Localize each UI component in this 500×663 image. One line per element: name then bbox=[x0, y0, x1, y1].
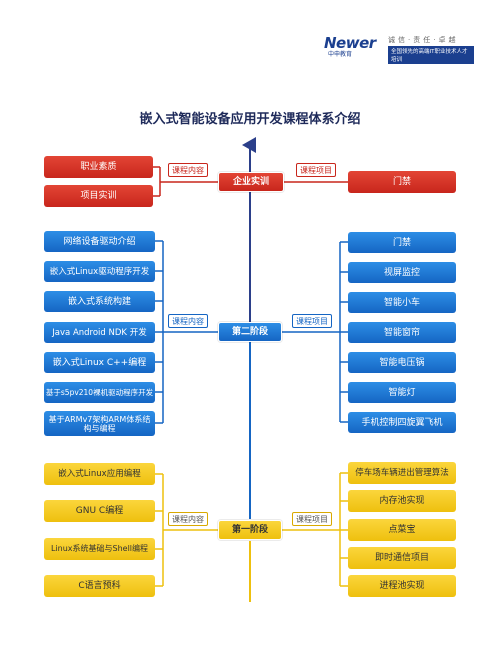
hub-stage2: 第二阶段 bbox=[218, 322, 282, 342]
stage2-connectors bbox=[155, 240, 348, 424]
tag-enterprise-project: 课程项目 bbox=[296, 163, 336, 177]
stage2-content-item: 嵌入式Linux C++编程 bbox=[44, 352, 155, 373]
stage2-project-item: 智能电压锅 bbox=[348, 352, 456, 373]
stage1-project-item: 进程池实现 bbox=[348, 575, 456, 597]
stage1-project-item: 点菜宝 bbox=[348, 519, 456, 541]
stage2-content-item: 嵌入式系统构建 bbox=[44, 291, 155, 312]
stage1-connectors bbox=[155, 472, 348, 587]
tag-stage1-content: 课程内容 bbox=[168, 512, 208, 526]
stage1-content-item: Linux系统基础与Shell编程 bbox=[44, 538, 155, 560]
brand-name: Newer bbox=[324, 34, 376, 52]
stage1-project-item: 停车场车辆进出管理算法 bbox=[348, 462, 456, 484]
stage2-project-item: 手机控制四旋翼飞机 bbox=[348, 412, 456, 433]
page-title: 嵌入式智能设备应用开发课程体系介绍 bbox=[139, 112, 361, 127]
stage1-content-item: C语言预科 bbox=[44, 575, 155, 597]
stage1-content-item: 嵌入式Linux应用编程 bbox=[44, 463, 155, 485]
stage2-content-item: 嵌入式Linux驱动程序开发 bbox=[44, 261, 155, 282]
stage2-project-item: 智能灯 bbox=[348, 382, 456, 403]
brand-slogan: 诚信·责任·卓越 bbox=[388, 36, 459, 44]
enterprise-connectors bbox=[153, 166, 348, 197]
tag-stage1-project: 课程项目 bbox=[292, 512, 332, 526]
stage2-content-item: 网络设备驱动介绍 bbox=[44, 231, 155, 252]
stage2-project-item: 智能窗帘 bbox=[348, 322, 456, 343]
brand-subtitle: 中申教育 bbox=[328, 51, 353, 58]
hub-stage1: 第一阶段 bbox=[218, 520, 282, 540]
brand-tagline: 全国领先的高端IT职业技术人才培训 bbox=[388, 46, 474, 64]
stage2-content-item: Java Android NDK 开发 bbox=[44, 322, 155, 343]
hub-enterprise: 企业实训 bbox=[218, 172, 284, 192]
stage2-project-item: 智能小车 bbox=[348, 292, 456, 313]
stage2-content-item: 基于s5pv210裸机驱动程序开发 bbox=[44, 382, 155, 403]
stage2-project-item: 门禁 bbox=[348, 232, 456, 253]
brand-logo: Newer 中申教育 诚信·责任·卓越 全国领先的高端IT职业技术人才培训 bbox=[324, 34, 474, 64]
stage2-project-item: 视屏监控 bbox=[348, 262, 456, 283]
tag-stage2-project: 课程项目 bbox=[292, 314, 332, 328]
stage1-project-item: 内存池实现 bbox=[348, 490, 456, 512]
stage1-project-item: 即时通信项目 bbox=[348, 547, 456, 569]
tag-stage2-content: 课程内容 bbox=[168, 314, 208, 328]
enterprise-content-item: 项目实训 bbox=[44, 185, 153, 207]
stage1-content-item: GNU C编程 bbox=[44, 500, 155, 522]
tag-enterprise-content: 课程内容 bbox=[168, 163, 208, 177]
stage2-content-item: 基于ARMv7架构ARM体系结构与编程 bbox=[44, 411, 155, 436]
enterprise-project-item: 门禁 bbox=[348, 171, 456, 193]
enterprise-content-item: 职业素质 bbox=[44, 156, 153, 178]
